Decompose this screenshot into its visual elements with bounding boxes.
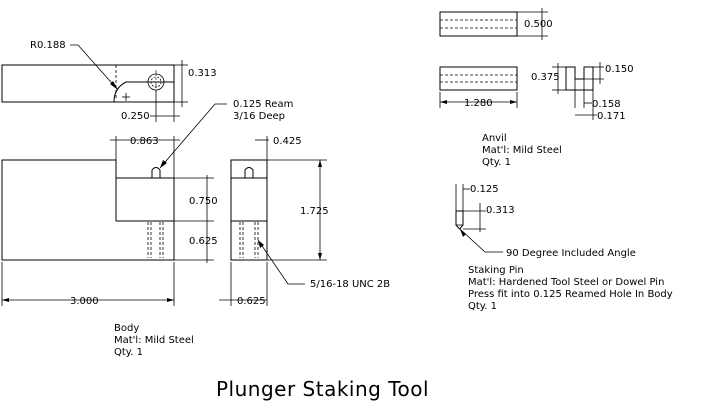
dim-anvil-height: 0.500 [524, 19, 553, 30]
ream-leader [159, 103, 227, 169]
thread-arrowhead [258, 240, 264, 248]
anvil-side-view: 0.375 0.150 0.158 0.171 [531, 62, 634, 122]
dim-side-depth: 0.625 [237, 296, 266, 307]
body-top-radius-edge [113, 81, 174, 103]
body-top-outline [1, 64, 175, 103]
drawing-title: Plunger Staking Tool [216, 377, 429, 401]
body-note-qty: Qty. 1 [114, 347, 143, 358]
body-front-view: 0.863 0.125 Ream 3/16 Deep 0.750 0.625 3… [1, 99, 293, 307]
anvil-front-outline [439, 66, 518, 91]
dim-length: 3.000 [70, 296, 99, 307]
anvil-front-view: 1.280 [439, 66, 518, 109]
body-top-view: R0.188 0.313 0.250 [1, 40, 217, 122]
dim-radius: R0.188 [30, 40, 66, 51]
ream-arrowhead [160, 160, 167, 168]
arrowhead [2, 298, 9, 302]
dim-hole-offset: 0.250 [121, 111, 150, 122]
anvil-side-outline [565, 66, 594, 91]
arrowhead [510, 100, 517, 104]
anvil-note-qty: Qty. 1 [482, 157, 511, 168]
ream-note: 0.125 Ream [233, 99, 293, 110]
pin-note-material: Mat'l: Hardened Tool Steel or Dowel Pin [468, 277, 664, 288]
ream-depth-note: 3/16 Deep [233, 111, 285, 122]
dim-anvil-side-width: 0.171 [597, 111, 626, 122]
anvil-top-outline [439, 11, 518, 37]
ream-hole [151, 167, 161, 178]
dim-step-width: 0.863 [130, 136, 159, 147]
dim-anvil-length: 1.280 [464, 98, 493, 109]
dim-slot-width: 0.158 [592, 99, 621, 110]
body-side-view: 0.425 1.725 5/16-18 UNC 2B 0.625 [219, 136, 390, 307]
anvil-note-material: Mat'l: Mild Steel [482, 145, 562, 156]
dim-slot-depth: 0.150 [605, 64, 634, 75]
pin-note-qty: Qty. 1 [468, 301, 497, 312]
dim-side-width: 0.425 [273, 136, 302, 147]
dim-anvil-side-height: 0.375 [531, 72, 560, 83]
pin-note-name: Staking Pin [468, 265, 524, 276]
dim-pin-length: 0.313 [486, 205, 515, 216]
dim-pin-diameter: 0.125 [470, 184, 499, 195]
arrowhead [318, 253, 322, 260]
thread-note: 5/16-18 UNC 2B [310, 279, 390, 290]
angle-arrowhead [460, 229, 466, 237]
staking-pin-outline [455, 210, 464, 230]
staking-pin-notes: Staking Pin Mat'l: Hardened Tool Steel o… [468, 265, 673, 312]
body-note-name: Body [114, 323, 139, 334]
body-note-material: Mat'l: Mild Steel [114, 335, 194, 346]
anvil-top-view: 0.500 [439, 8, 553, 40]
thread-leader [257, 239, 305, 285]
radius-leader [70, 44, 119, 91]
side-ream-hole [244, 167, 254, 178]
angle-leader [459, 228, 503, 253]
dim-total-height: 1.725 [300, 206, 329, 217]
arrowhead [167, 298, 174, 302]
pin-note-fit: Press fit into 0.125 Reamed Hole In Body [468, 289, 673, 300]
anvil-note-name: Anvil [482, 133, 507, 144]
arrowhead [318, 160, 322, 167]
angle-note: 90 Degree Included Angle [506, 248, 636, 259]
dim-lower-height: 0.625 [189, 236, 218, 247]
arrowhead [440, 100, 447, 104]
body-notes: Body Mat'l: Mild Steel Qty. 1 [114, 323, 194, 358]
radius-arrowhead [110, 81, 118, 90]
anvil-notes: Anvil Mat'l: Mild Steel Qty. 1 [482, 133, 562, 168]
dim-top-height: 0.313 [188, 68, 217, 79]
dim-upper-height: 0.750 [189, 196, 218, 207]
staking-pin-view: 0.125 0.313 90 Degree Included Angle [455, 184, 636, 259]
body-side-outline [230, 159, 268, 261]
